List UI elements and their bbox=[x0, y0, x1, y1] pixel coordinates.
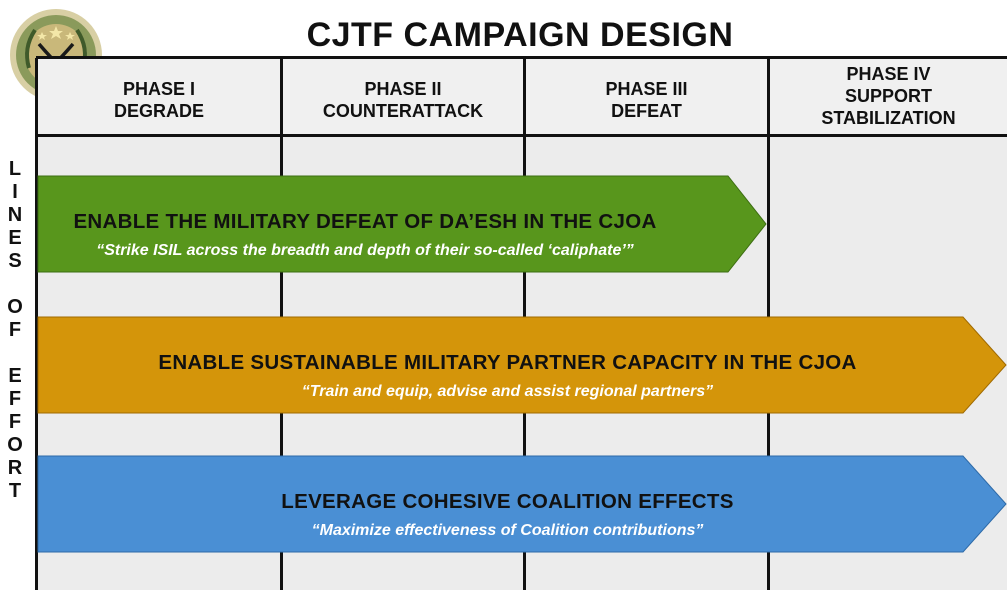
line-of-effort-arrow-2 bbox=[37, 316, 1007, 414]
side-letter: L bbox=[8, 158, 22, 180]
phase-name-line2: STABILIZATION bbox=[821, 108, 956, 128]
phase-header-row bbox=[36, 58, 1007, 136]
side-letter: I bbox=[12, 181, 18, 203]
grid-column-line bbox=[35, 58, 38, 590]
side-letter: E bbox=[8, 365, 22, 387]
phase-name: DEGRADE bbox=[113, 101, 204, 121]
side-letter: F bbox=[8, 388, 22, 410]
side-letter: O bbox=[7, 296, 23, 318]
line-of-effort-2: ENABLE SUSTAINABLE MILITARY PARTNER CAPA… bbox=[40, 351, 975, 401]
line-of-effort-arrow-1 bbox=[37, 175, 767, 273]
phase-name: DEFEAT bbox=[611, 101, 682, 121]
side-letter: F bbox=[8, 319, 22, 341]
line-of-effort-title: ENABLE THE MILITARY DEFEAT OF DA’ESH IN … bbox=[73, 210, 657, 233]
side-letter bbox=[0, 273, 30, 296]
line-of-effort-3: LEVERAGE COHESIVE COALITION EFFECTS “Max… bbox=[40, 490, 975, 540]
phase-name: SUPPORT bbox=[844, 86, 932, 106]
grid-top-line bbox=[36, 56, 1007, 59]
phase-header-3: PHASE III DEFEAT bbox=[526, 78, 767, 122]
phase-number: PHASE I bbox=[122, 79, 196, 99]
side-letter: R bbox=[7, 457, 23, 479]
phase-header-4: PHASE IV SUPPORT STABILIZATION bbox=[770, 63, 1007, 129]
phase-name: COUNTERATTACK bbox=[322, 101, 484, 121]
line-of-effort-title: LEVERAGE COHESIVE COALITION EFFECTS bbox=[281, 490, 734, 513]
grid-header-line bbox=[36, 134, 1007, 137]
phase-number: PHASE IV bbox=[846, 64, 931, 84]
line-of-effort-quote: “Strike ISIL across the breadth and dept… bbox=[96, 242, 634, 259]
side-letter: N bbox=[7, 204, 23, 226]
side-letter: F bbox=[8, 411, 22, 433]
phase-header-2: PHASE II COUNTERATTACK bbox=[283, 78, 523, 122]
line-of-effort-title: ENABLE SUSTAINABLE MILITARY PARTNER CAPA… bbox=[158, 351, 857, 374]
side-letter bbox=[0, 342, 30, 365]
side-letter: E bbox=[8, 227, 22, 249]
phase-number: PHASE II bbox=[364, 79, 442, 99]
page-title: CJTF CAMPAIGN DESIGN bbox=[306, 16, 734, 54]
phase-number: PHASE III bbox=[605, 79, 688, 99]
line-of-effort-1: ENABLE THE MILITARY DEFEAT OF DA’ESH IN … bbox=[40, 210, 690, 260]
line-of-effort-quote: “Maximize effectiveness of Coalition con… bbox=[311, 522, 704, 539]
side-letter: T bbox=[8, 480, 22, 502]
line-of-effort-arrow-3 bbox=[37, 455, 1007, 553]
phase-header-1: PHASE I DEGRADE bbox=[38, 78, 280, 122]
side-letter: S bbox=[8, 250, 22, 272]
line-of-effort-quote: “Train and equip, advise and assist regi… bbox=[301, 383, 714, 400]
lines-of-effort-label: L I N E S O F E F F O R T bbox=[0, 158, 30, 503]
side-letter: O bbox=[7, 434, 23, 456]
